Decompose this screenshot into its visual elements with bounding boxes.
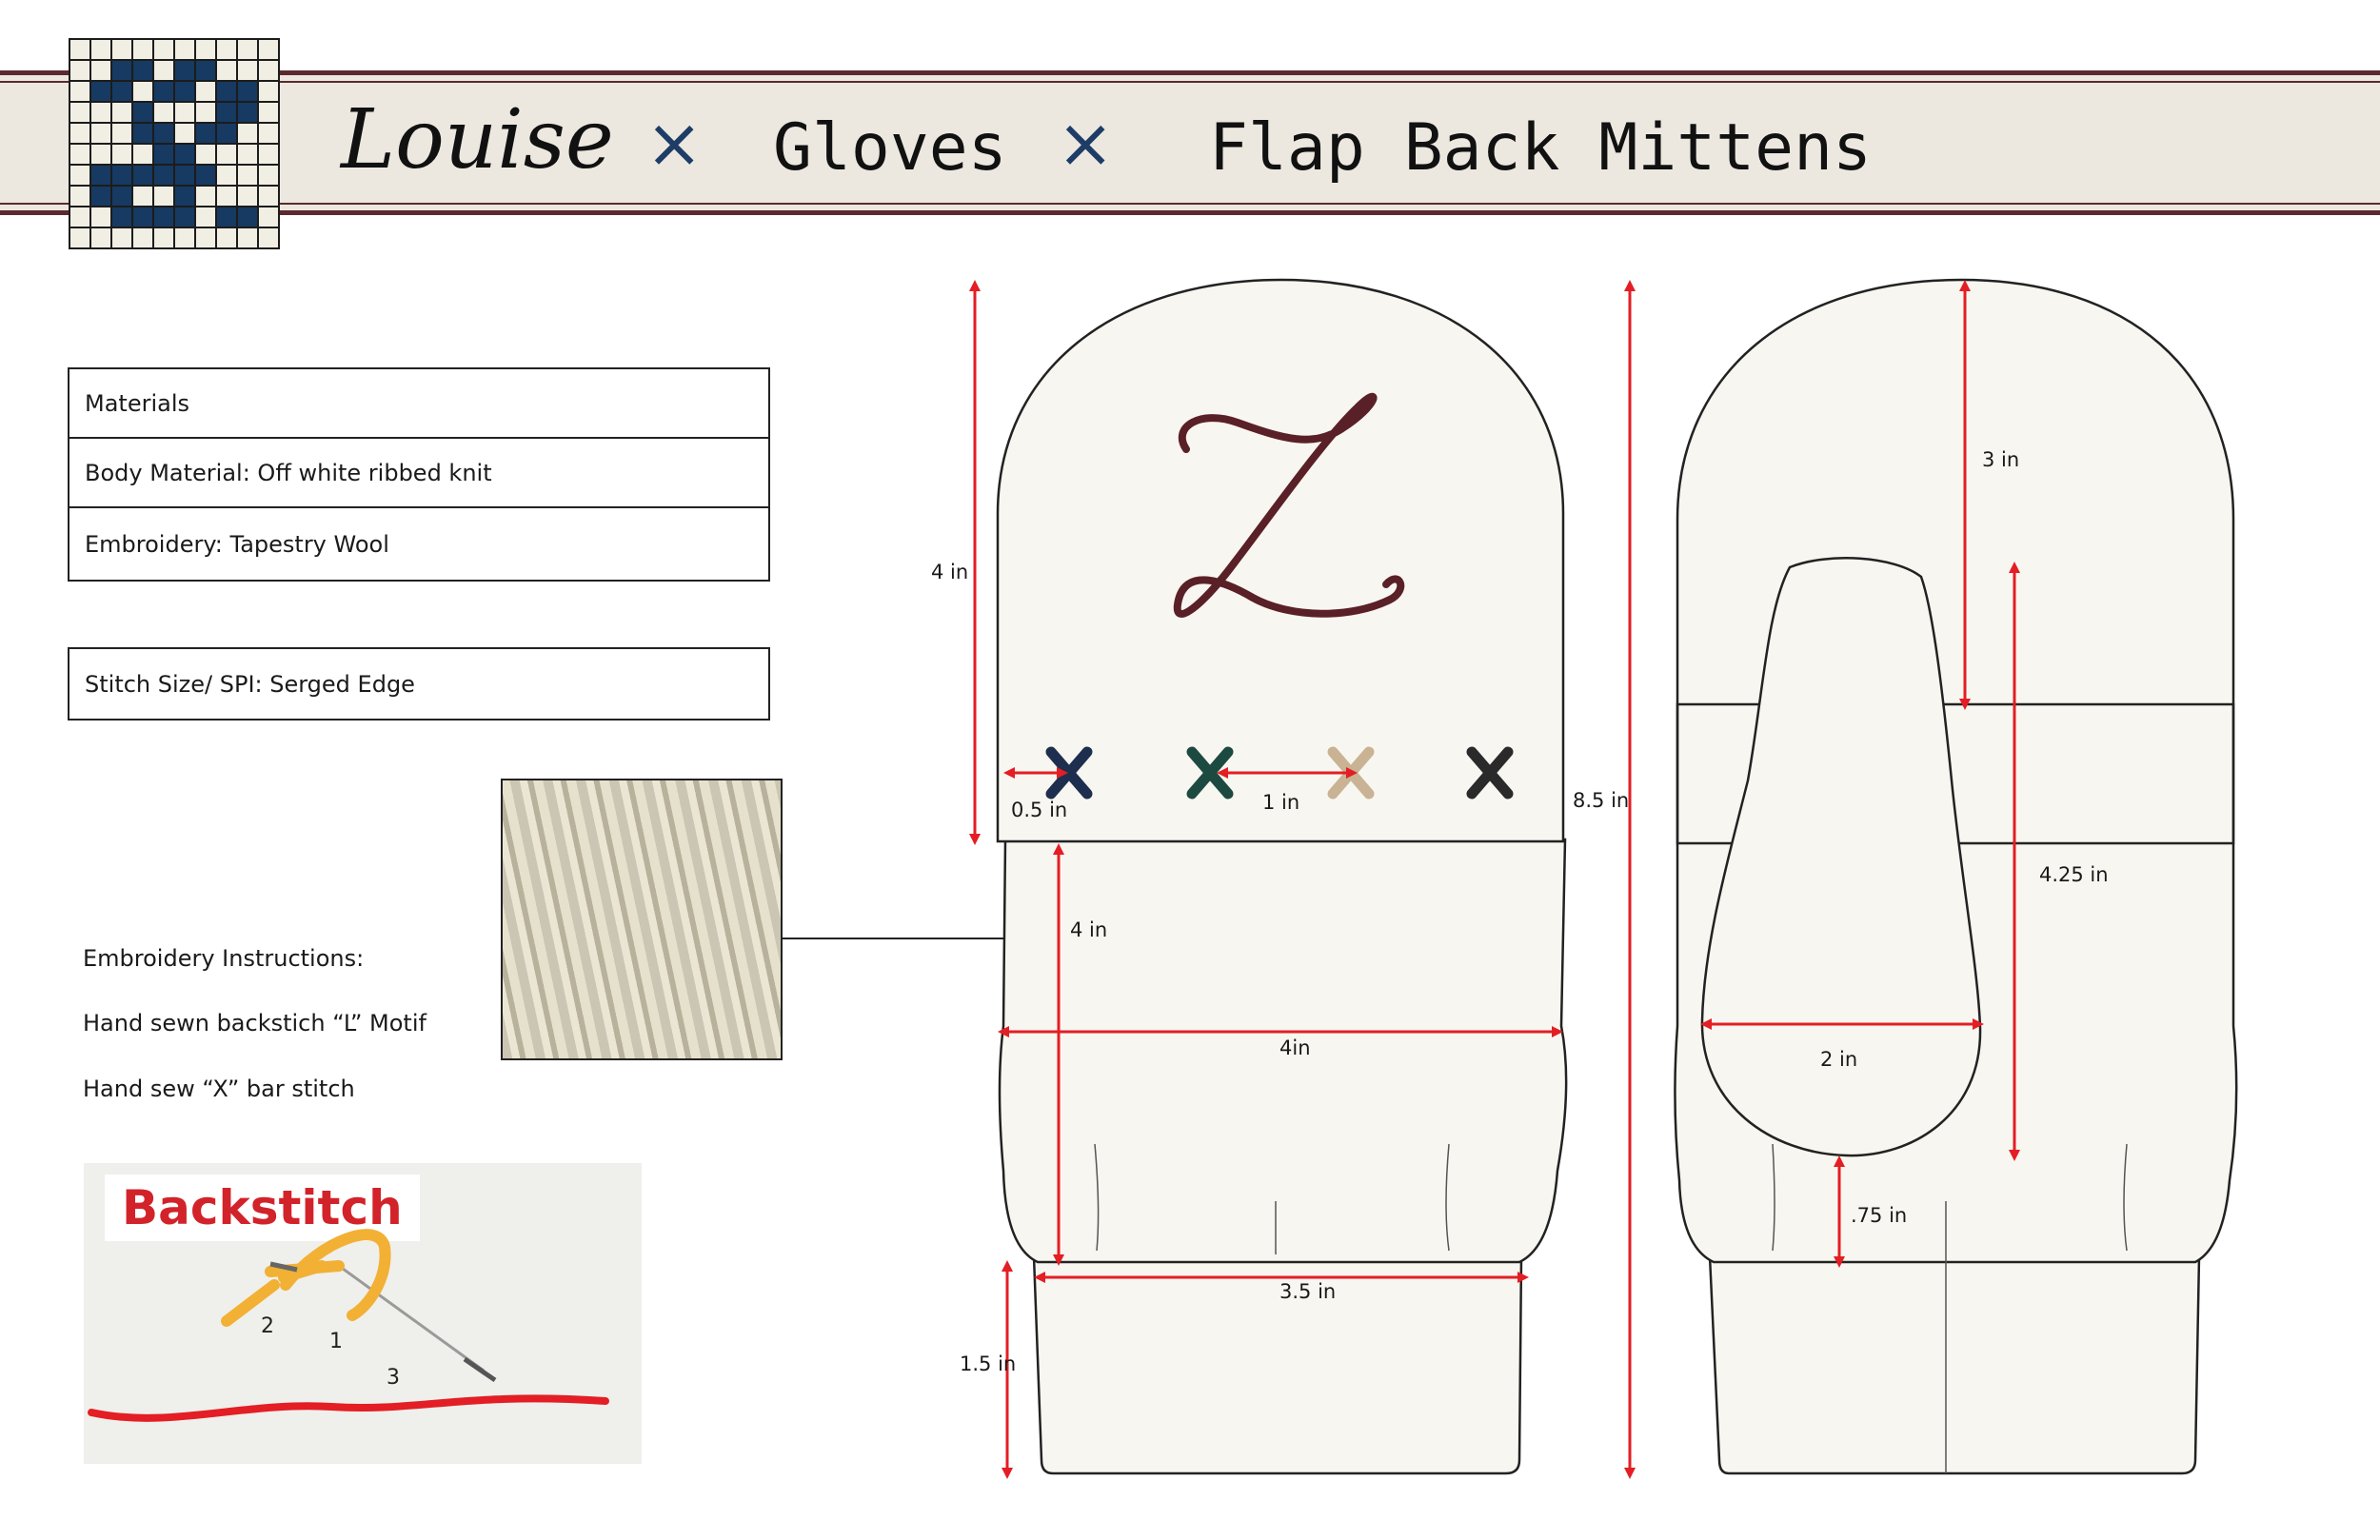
dim-cuff-width: 3.5 in [1279, 1280, 1336, 1303]
backstitch-diagram: 2 1 3 [88, 1229, 609, 1422]
l-monogram-embroidery [1173, 392, 1405, 618]
dimension-lines [969, 280, 2020, 1479]
instruction-line-2: Hand sew “X” bar stitch [83, 1076, 355, 1102]
fabric-swatch-image [501, 779, 783, 1060]
red-thread-sample [88, 1394, 609, 1422]
materials-heading: Materials [69, 369, 768, 439]
materials-table: Materials Body Material: Off white ribbe… [68, 367, 770, 582]
x-stitch-black [1466, 746, 1514, 800]
dim-thumb-height: 4.25 in [2039, 863, 2109, 886]
dim-x-margin: 0.5 in [1011, 799, 1067, 821]
front-flap [996, 278, 1565, 843]
category-title: Gloves [773, 110, 1007, 186]
louise-logo-icon [69, 38, 280, 249]
thumb-opening [1700, 557, 1982, 1157]
front-cuff [1032, 1254, 1523, 1475]
stitch-table: Stitch Size/ SPI: Serged Edge [68, 647, 770, 721]
dim-thumb-gap: .75 in [1851, 1204, 1907, 1227]
embroidery-material: Embroidery: Tapestry Wool [85, 530, 389, 558]
product-title: Flap Back Mittens [1209, 110, 1872, 186]
separator-x-icon: × [645, 103, 704, 183]
dim-back-top: 3 in [1982, 448, 2019, 471]
front-palm [998, 838, 1568, 1264]
dim-palm-height: 4 in [1070, 918, 1107, 941]
dim-cuff-height: 1.5 in [960, 1352, 1016, 1375]
dim-top-height: 4 in [931, 561, 968, 583]
dim-thumb-width: 2 in [1820, 1048, 1857, 1071]
backstitch-step-1: 1 [329, 1330, 343, 1353]
backstitch-step-2: 2 [261, 1314, 274, 1338]
dim-total-height: 8.5 in [1573, 789, 1629, 812]
stitch-size: Stitch Size/ SPI: Serged Edge [85, 670, 415, 698]
x-stitch-navy [1045, 746, 1093, 800]
body-material: Body Material: Off white ribbed knit [69, 439, 768, 508]
back-flap-band [1676, 702, 2235, 845]
dim-x-spacing: 1 in [1262, 791, 1299, 814]
backstitch-step-3: 3 [387, 1366, 400, 1390]
instruction-line-1: Hand sewn backstich “L” Motif [83, 1010, 426, 1037]
instructions-heading: Embroidery Instructions: [83, 945, 365, 972]
header-banner [0, 70, 2380, 215]
dim-palm-width: 4in [1279, 1037, 1311, 1059]
back-mitten [1674, 278, 2238, 1475]
front-mitten [996, 278, 1568, 1475]
x-stitch-green [1186, 746, 1234, 800]
separator-x-icon: × [1057, 103, 1115, 183]
back-cuff [1708, 1254, 2201, 1475]
brand-name: Louise [341, 92, 614, 188]
backstitch-reference-image: Backstitch 2 1 3 [84, 1163, 642, 1464]
